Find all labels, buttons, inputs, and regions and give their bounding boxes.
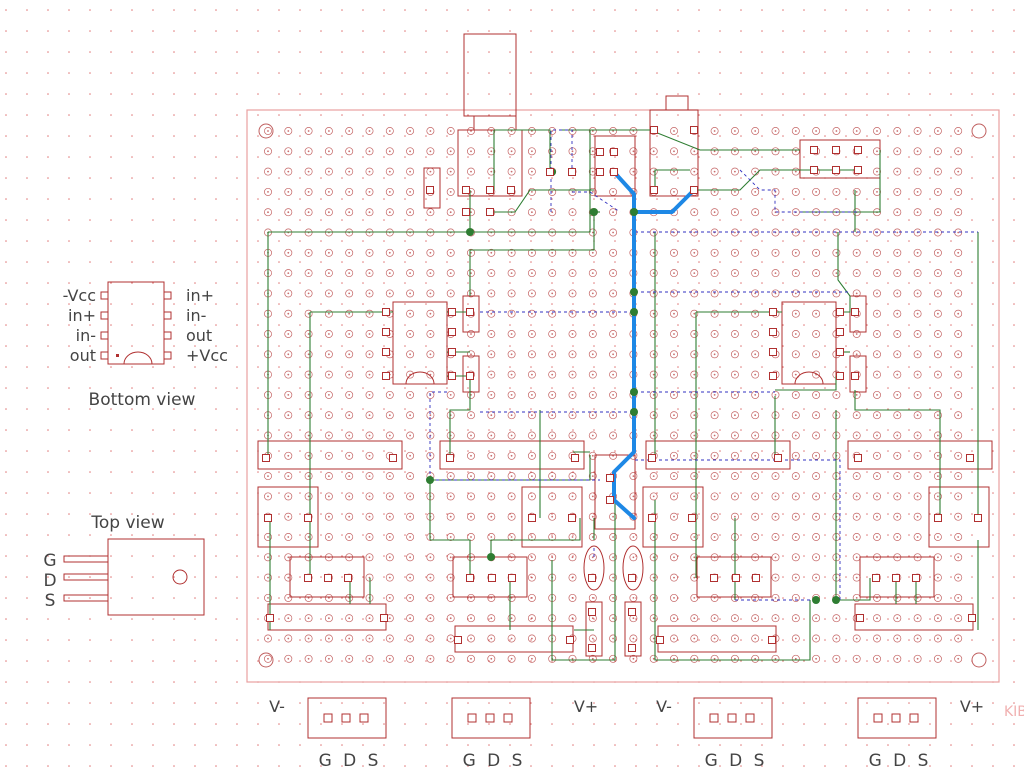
resistor-mid-3	[849, 295, 867, 333]
background-grid	[5, 9, 1015, 767]
opamp-legend-notch	[123, 351, 153, 365]
label-v-minus-2: V-	[656, 697, 672, 716]
connector-board-3	[696, 556, 772, 598]
label-v-plus-2: V+	[960, 697, 984, 716]
mosfet-pin-d: D	[43, 571, 56, 591]
watermark: KIB	[1004, 704, 1024, 720]
mount-hole-tr	[971, 123, 987, 139]
opamp-right-pin-4: +Vcc	[186, 346, 228, 365]
component-pads	[262, 126, 982, 652]
audio-jack-right-icon	[649, 95, 699, 197]
connector-board-1	[289, 556, 365, 598]
connector-board-4	[859, 556, 935, 598]
resistor-long-3	[645, 440, 791, 470]
board-holes	[264, 127, 963, 663]
capacitor-4	[928, 486, 990, 548]
mosfet-legend-caption: Top view	[90, 513, 164, 533]
cap-oval-2	[622, 545, 644, 591]
opamp-left-pin-3: in-	[76, 326, 96, 345]
label-gds-1: G D S	[319, 751, 382, 771]
label-gds-2: G D S	[463, 751, 526, 771]
opamp-left-icon	[392, 301, 448, 385]
pin1-marker	[116, 354, 119, 357]
resistor-mid-4	[849, 355, 867, 393]
resistor-long-2	[439, 440, 585, 470]
mount-hole-br	[971, 652, 987, 668]
mount-hole-bl	[258, 652, 274, 668]
highlight-trace-path	[612, 170, 696, 520]
resistor-bottom-3	[657, 625, 777, 653]
label-v-minus-1: V-	[269, 697, 285, 716]
small-chip-top	[594, 135, 636, 197]
mosfet-legend-body-icon	[107, 538, 205, 616]
mosfet-pin-g: G	[43, 551, 56, 571]
capacitor-2	[521, 486, 583, 548]
components	[257, 33, 993, 657]
resistor-long-1	[257, 440, 403, 470]
opamp-right-pin-3: out	[186, 326, 212, 345]
cap-oval-1	[583, 545, 605, 591]
resistor-bottom-1	[267, 603, 387, 631]
opamp-right-pin-1: in+	[186, 286, 214, 305]
dashed-wires	[429, 129, 978, 601]
resistor-vert-2	[624, 601, 642, 657]
resistor-vert-1	[585, 601, 603, 657]
junctions	[426, 168, 840, 604]
resistor-top-left	[423, 167, 441, 209]
opamp-left-pin-4: out	[70, 346, 96, 365]
ext-connector-2-icon	[451, 697, 531, 739]
resistor-mid-1	[462, 295, 480, 333]
capacitor-1	[257, 486, 319, 548]
capacitor-3	[642, 486, 704, 548]
ext-connector-4-icon	[857, 697, 937, 739]
resistor-bottom-2	[454, 625, 574, 653]
external-connectors: V- V+ V- V+ G D S G D S G D S G D S	[269, 697, 984, 771]
label-gds-3: G D S	[705, 751, 768, 771]
label-gds-4: G D S	[869, 751, 932, 771]
pcb-outline	[246, 109, 1000, 683]
resistor-mid-2	[462, 355, 480, 393]
mosfet-legend: Top view G D S	[43, 513, 205, 616]
opamp-left-pin-2: in+	[68, 306, 96, 325]
mosfet-legend-hole	[172, 569, 188, 585]
opamp-legend: -Vcc in+ in- out in+ in- out +Vcc Bottom…	[63, 281, 228, 410]
opamp-left-pin-1: -Vcc	[63, 286, 96, 305]
opamp-right-pin-2: in-	[186, 306, 206, 325]
opamp-legend-caption: Bottom view	[89, 390, 196, 410]
mosfet-pin-s: S	[45, 591, 56, 611]
ext-connector-1-icon	[307, 697, 387, 739]
ext-connector-3-icon	[693, 697, 773, 739]
wires	[267, 129, 979, 661]
label-v-plus-1: V+	[574, 697, 598, 716]
opamp-legend-body-icon	[107, 281, 165, 365]
resistor-long-4	[847, 440, 993, 470]
mount-hole-tl	[258, 123, 274, 139]
opamp-right-icon	[781, 301, 837, 385]
